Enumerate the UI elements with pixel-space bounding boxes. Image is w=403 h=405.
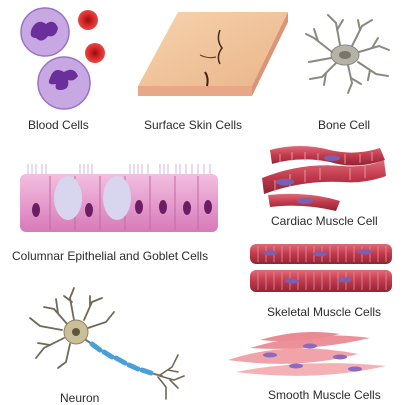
surface-skin-cells-label: Surface Skin Cells	[144, 118, 242, 132]
surface-skin-cells-figure	[138, 12, 288, 96]
neuron-label: Neuron	[60, 391, 99, 405]
columnar-epithelial-label: Columnar Epithelial and Goblet Cells	[12, 249, 208, 263]
skeletal-muscle-cells-label: Skeletal Muscle Cells	[267, 305, 381, 319]
neuron-figure	[30, 288, 184, 399]
smooth-muscle-figure	[228, 332, 386, 376]
blood-cells-figure	[21, 8, 105, 109]
columnar-epithelial-figure	[20, 164, 218, 232]
cardiac-muscle-cell-label: Cardiac Muscle Cell	[271, 214, 378, 228]
bone-cell-label: Bone Cell	[318, 118, 370, 132]
blood-cells-label: Blood Cells	[28, 118, 89, 132]
smooth-muscle-cells-label: Smooth Muscle Cells	[268, 388, 381, 402]
skeletal-muscle-figure	[250, 244, 392, 292]
cardiac-muscle-figure	[262, 146, 386, 211]
bone-cell-figure	[306, 15, 389, 93]
